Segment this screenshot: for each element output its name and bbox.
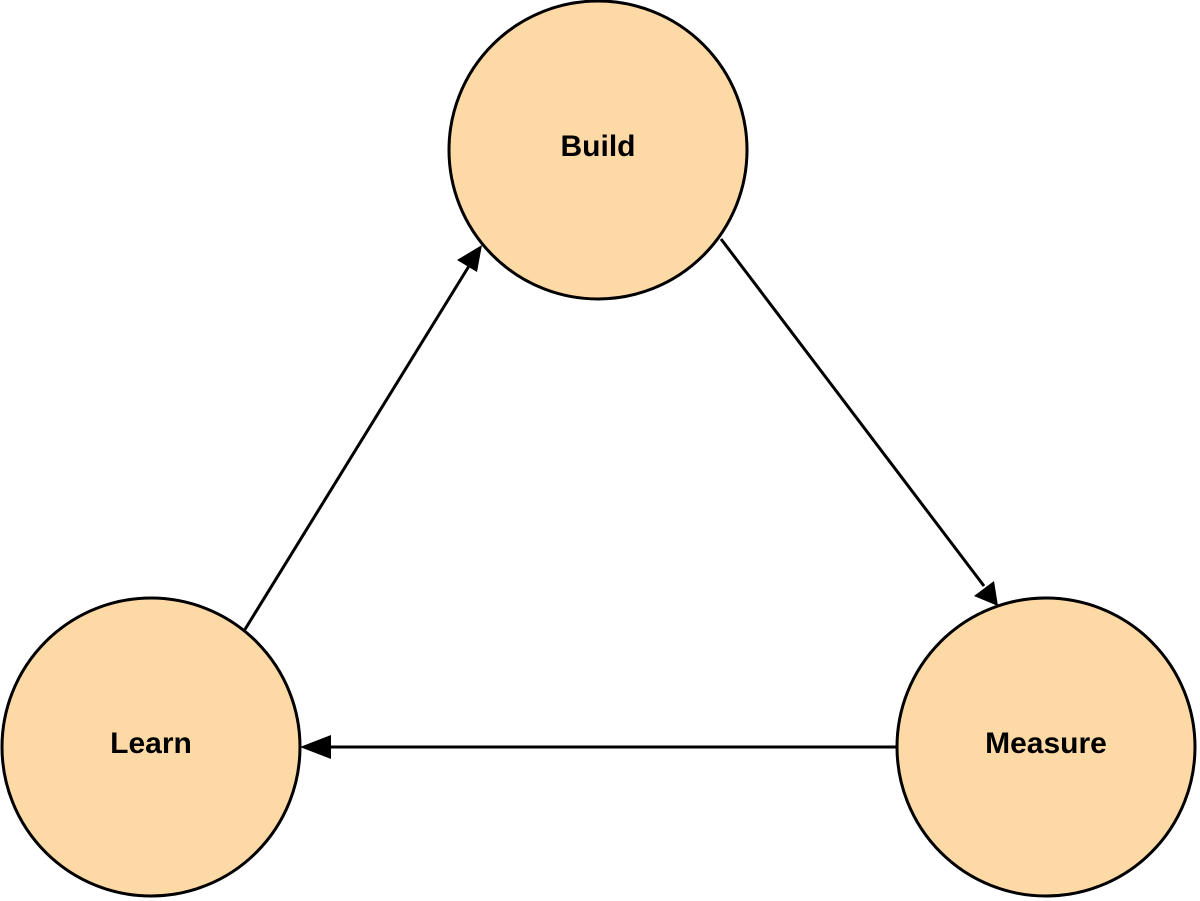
node-learn-circle	[0, 596, 302, 898]
edge-line	[242, 265, 471, 632]
node-measure-label: Measure	[985, 727, 1107, 760]
node-build: Build	[447, 0, 749, 301]
arrowhead-icon	[974, 581, 998, 606]
arrowhead-icon	[300, 735, 331, 759]
node-learn: Learn	[0, 596, 302, 898]
edge-line	[719, 238, 986, 587]
node-build-circle	[447, 0, 749, 301]
node-build-label: Build	[561, 130, 636, 163]
edge-build-to-measure	[719, 238, 998, 606]
edge-measure-to-learn	[300, 735, 897, 759]
node-learn-label: Learn	[110, 727, 192, 760]
edge-learn-to-build	[242, 245, 482, 632]
node-measure: Measure	[895, 596, 1197, 898]
node-measure-circle	[895, 596, 1197, 898]
arrowhead-icon	[457, 245, 482, 272]
